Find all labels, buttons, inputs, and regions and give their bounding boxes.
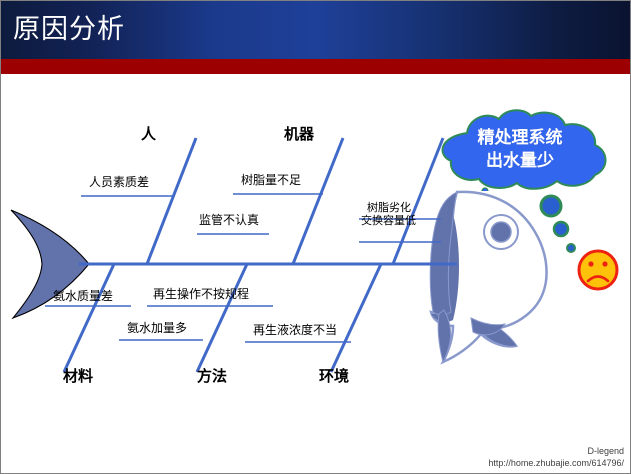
rib-jiqi [291,137,345,265]
callout-text: 精处理系统 出水量少 [425,127,615,173]
category-label-fangfa: 方法 [197,367,228,385]
cause-label-jianguanburenzhen: 监管不认真 [199,213,260,227]
rib-shuzhi [391,137,445,265]
rib-cailiao [62,263,116,373]
cause-label-shuzhiliangbuzu: 树脂量不足 [241,173,302,187]
cause-label-zaishengyenongdubudang: 再生液浓度不当 [253,323,338,337]
callout-tail [481,187,489,195]
footer-author: D-legend [587,446,624,456]
header-band [1,1,630,59]
rib-fangfa [195,263,249,373]
bubble-large [539,194,563,218]
rib-ren [145,137,198,265]
footer-watermark: D-legend http://home.zhubajie.com/614796… [488,445,624,469]
category-label-cailiao: 材料 [63,367,94,385]
cause-underline-top [81,193,441,243]
cause-label-zaishengcaozuobuanguicheng: 再生操作不按规程 [153,287,250,301]
page-title: 原因分析 [13,14,125,45]
fishbone-diagram [1,74,630,473]
fish-tail [10,209,90,320]
rib-group-top [145,137,445,265]
bubble-group [539,194,576,253]
rib-group-bottom [62,263,383,373]
cause-underline-bottom [45,305,351,343]
category-label-huanjing: 环境 [319,367,350,385]
cause-label-renyuansuzhicha: 人员素质差 [89,175,150,189]
cause-label-jiaohuanrongliangdi: 交换容量低 [361,214,416,227]
cause-label-anshuizhiliangcha: 氨水质量差 [53,289,114,303]
cause-label-shuzhiliehua: 树脂劣化 [367,201,411,214]
sad-face-icon [577,249,619,291]
footer-url: http://home.zhubajie.com/614796/ [488,458,624,468]
fish-head [429,190,548,365]
callout-line-1: 精处理系统 [477,128,563,148]
cloud-shape [441,109,607,190]
category-label-ren: 人 [141,125,157,143]
cause-label-anshuijialiangduo: 氨水加量多 [127,321,188,335]
rib-huanjing [329,263,383,373]
header-accent-rule [1,59,630,74]
bubble-small [566,243,576,253]
bubble-medium [552,220,570,238]
fish-eye [483,214,519,250]
callout-line-2: 出水量少 [486,151,554,171]
category-label-jiqi: 机器 [284,125,315,143]
problem-callout: 精处理系统 出水量少 [425,107,615,195]
